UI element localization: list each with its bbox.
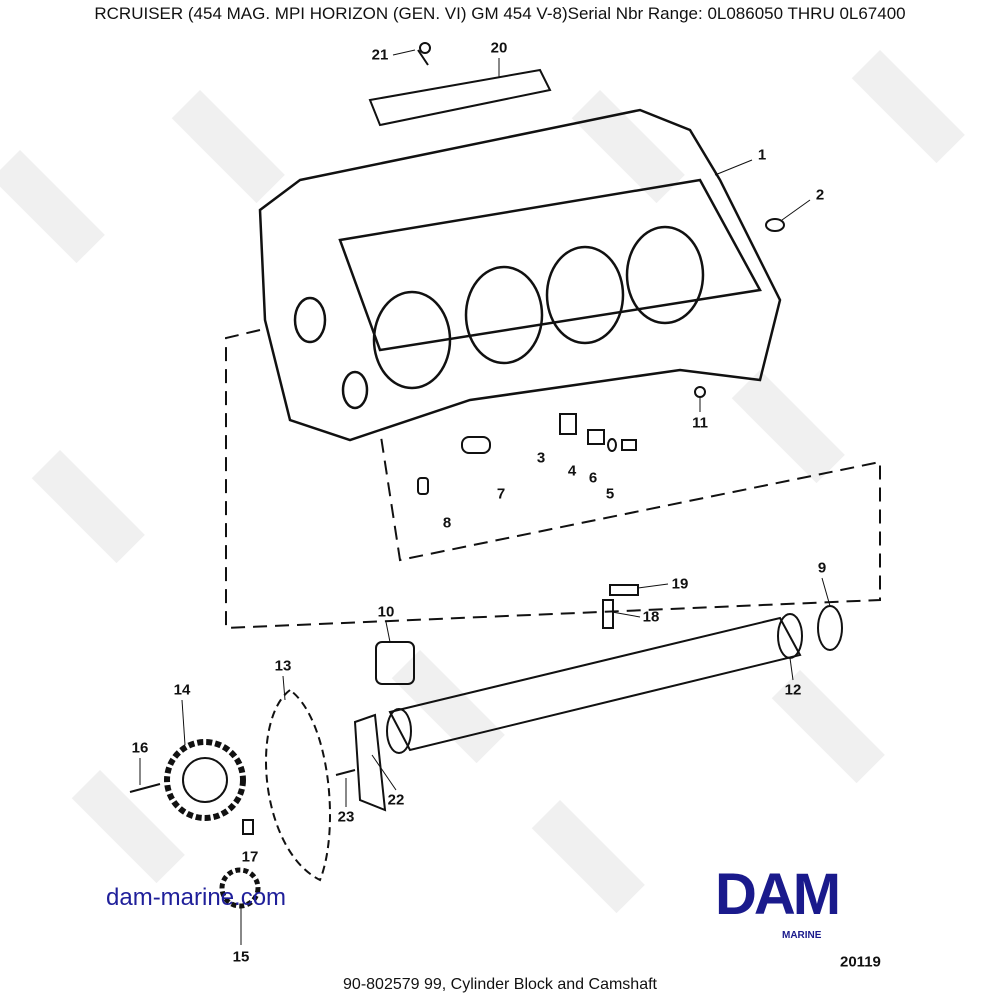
callout-3: 3 — [536, 449, 546, 467]
callout-12: 12 — [784, 681, 802, 699]
callout-5: 5 — [605, 485, 615, 503]
callout-6: 6 — [588, 469, 598, 487]
dashed-assembly-outline — [225, 329, 881, 630]
camshaft-12 — [388, 616, 802, 752]
dam-logo: DAM — [715, 862, 841, 927]
diagram-caption: 90-802579 99, Cylinder Block and Camshaf… — [343, 976, 657, 993]
callout-9: 9 — [817, 559, 827, 577]
website-link[interactable]: dam-marine.com — [106, 884, 287, 911]
leader-lines — [139, 49, 831, 945]
callout-8: 8 — [442, 514, 452, 532]
callout-13: 13 — [274, 657, 292, 675]
callout-10: 10 — [377, 603, 395, 621]
dam-logo-subtext: MARINE — [782, 930, 822, 941]
callout-11: 11 — [692, 414, 708, 432]
callout-14: 14 — [173, 681, 191, 699]
callout-16: 16 — [131, 739, 149, 757]
callout-17: 17 — [241, 848, 259, 866]
callout-19: 19 — [671, 575, 689, 593]
watermark-pattern — [0, 50, 965, 914]
callout-1: 1 — [757, 146, 767, 164]
callout-4: 4 — [567, 462, 577, 480]
callout-20: 20 — [490, 39, 508, 57]
callout-22: 22 — [387, 791, 405, 809]
callout-15: 15 — [232, 948, 250, 966]
figure-number: 20119 — [840, 953, 881, 971]
callout-18: 18 — [642, 608, 660, 626]
callout-7: 7 — [496, 485, 506, 503]
callout-21: 21 — [371, 46, 389, 64]
callout-2: 2 — [815, 186, 825, 204]
cylinder-block — [258, 108, 782, 442]
oil-manifold-20 — [368, 68, 552, 127]
callout-23: 23 — [337, 808, 355, 826]
diagram-title: RCRUISER (454 MAG. MPI HORIZON (GEN. VI)… — [94, 4, 906, 23]
